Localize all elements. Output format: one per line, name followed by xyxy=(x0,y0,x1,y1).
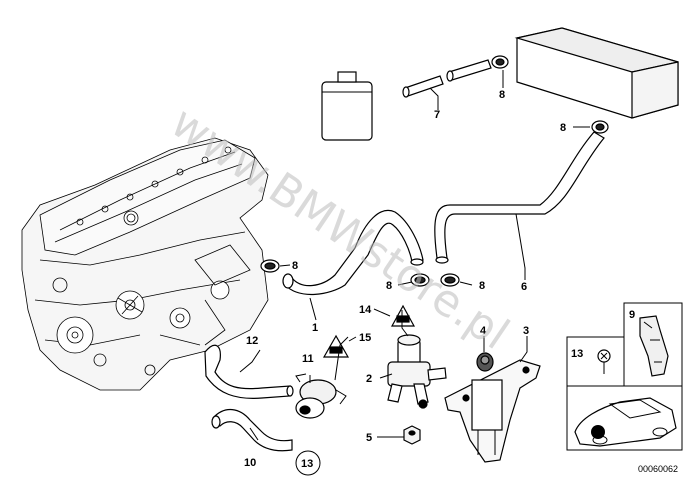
hose-1 xyxy=(282,209,424,296)
callout-6: 6 xyxy=(521,281,527,293)
callout-13-circled: 13 xyxy=(301,458,313,470)
hose-10 xyxy=(211,409,293,452)
hose-clamp xyxy=(591,120,609,134)
hose-clamp xyxy=(491,55,509,69)
hose-12 xyxy=(204,344,294,399)
callout-10: 10 xyxy=(244,457,256,469)
inset-panel-13 xyxy=(566,336,625,387)
callout-9: 9 xyxy=(629,309,635,321)
callout-7: 7 xyxy=(434,109,440,121)
hose-7 xyxy=(402,59,492,98)
callout-14: 14 xyxy=(359,304,372,316)
callout-8-mid: 8 xyxy=(386,280,392,292)
callout-8-right: 8 xyxy=(479,280,485,292)
callout-3: 3 xyxy=(523,325,529,337)
warning-label-icon xyxy=(390,304,416,327)
callout-15: 15 xyxy=(359,332,371,344)
mounting-bracket xyxy=(444,359,541,463)
callout-2: 2 xyxy=(366,373,372,385)
leader-lines xyxy=(239,70,590,441)
callout-5: 5 xyxy=(366,432,372,444)
hose-6 xyxy=(434,131,605,264)
callout-4: 4 xyxy=(480,325,487,337)
inset-panel-9 xyxy=(623,302,683,387)
callout-1: 1 xyxy=(312,322,318,334)
callout-13-inset: 13 xyxy=(571,348,583,360)
callout-11: 11 xyxy=(302,353,314,365)
coolant-reservoir xyxy=(321,71,373,141)
heater-core-box xyxy=(514,27,679,119)
nut xyxy=(403,425,421,445)
inset-panel-vehicle xyxy=(566,385,683,451)
callout-8-top: 8 xyxy=(499,89,505,101)
auxiliary-water-pump xyxy=(295,373,347,419)
callout-labels: 1 2 3 4 5 6 7 8 8 8 8 8 9 10 11 12 13 13… xyxy=(244,89,635,476)
hose-clamp xyxy=(260,259,280,273)
hose-clamp xyxy=(440,273,460,287)
diagram-number: 00060062 xyxy=(638,464,678,474)
rubber-grommet xyxy=(476,352,494,372)
callout-8-heater: 8 xyxy=(560,122,566,134)
location-marker-icon xyxy=(591,425,605,439)
engine-block xyxy=(21,137,269,391)
warning-label-icon xyxy=(322,334,350,358)
crank-pulley xyxy=(56,316,94,354)
callout-12: 12 xyxy=(246,335,258,347)
callout-8-left: 8 xyxy=(292,260,298,272)
water-valve xyxy=(387,334,447,409)
hose-clamp xyxy=(410,273,430,287)
callout-13-circle xyxy=(295,450,321,476)
valve-cover-bolts xyxy=(76,146,232,226)
